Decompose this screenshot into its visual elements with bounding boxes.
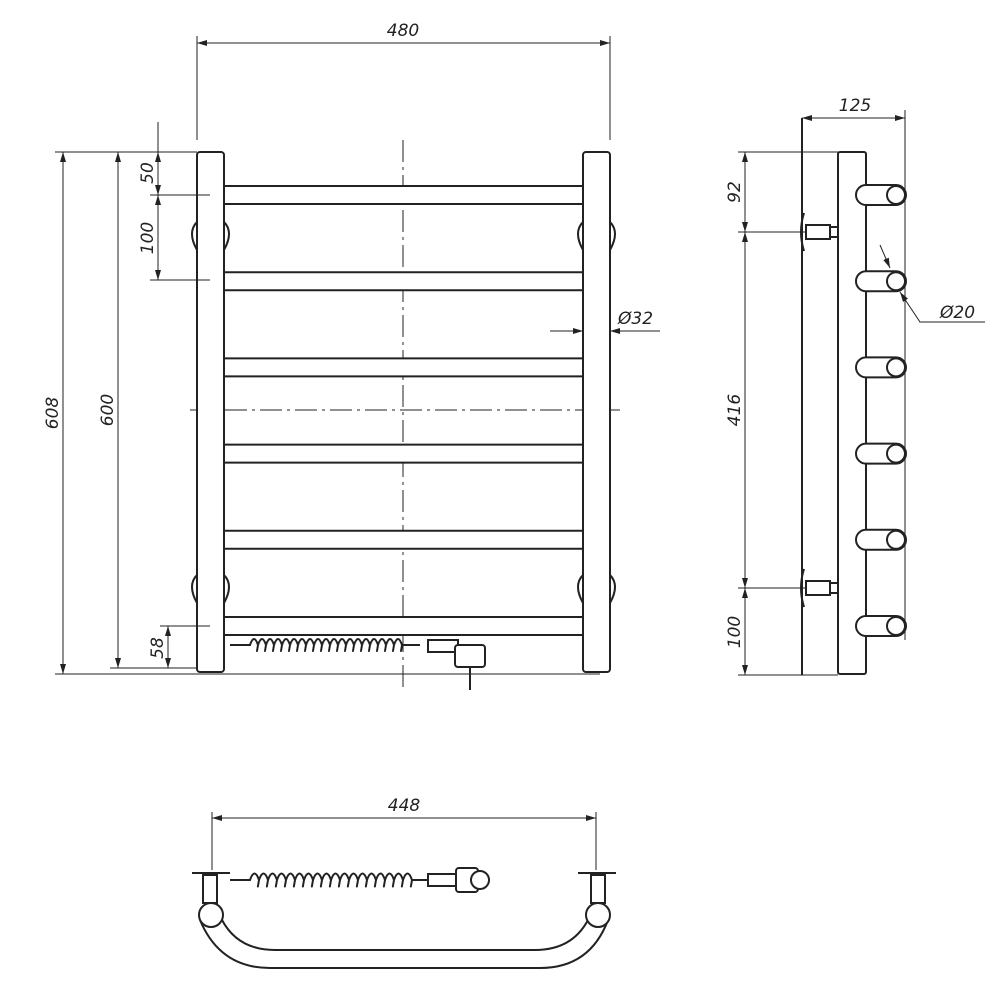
pipe-diameter-dimension: Ø32 bbox=[617, 309, 653, 329]
left-bracket bbox=[192, 872, 230, 904]
front-view: 480 608 600 50 100 58 bbox=[43, 21, 660, 690]
rung-pitch-dimension: 100 bbox=[138, 222, 158, 254]
rung bbox=[209, 529, 599, 550]
right-pipe-end bbox=[585, 902, 611, 928]
left-post bbox=[196, 151, 225, 673]
top-width-dimension: 448 bbox=[388, 796, 421, 816]
top-heating-cable-coil bbox=[230, 872, 430, 888]
right-bracket bbox=[578, 872, 616, 904]
rung-ends bbox=[855, 184, 907, 637]
mount-spacing-dimension: 416 bbox=[725, 394, 745, 427]
height-dimension: 600 bbox=[98, 394, 118, 426]
u-bar-outer bbox=[199, 919, 609, 969]
lower-mounts bbox=[191, 574, 616, 604]
right-post bbox=[582, 151, 611, 673]
bottom-offset-dimension: 58 bbox=[148, 637, 168, 659]
side-view: 125 92 416 100 Ø20 bbox=[725, 96, 985, 676]
rung-section bbox=[886, 443, 906, 464]
outer-height-dimension: 608 bbox=[43, 397, 63, 430]
rung-section bbox=[886, 357, 906, 378]
left-pipe-end bbox=[198, 902, 224, 928]
wall-bracket-top bbox=[800, 212, 839, 252]
rung bbox=[209, 357, 599, 378]
top-view: 448 bbox=[192, 796, 616, 969]
width-dimension: 480 bbox=[387, 21, 419, 41]
electric-plug bbox=[427, 639, 486, 690]
rungs bbox=[209, 185, 599, 636]
heating-cable-coil bbox=[230, 638, 420, 652]
rung bbox=[209, 616, 599, 636]
wall-bracket-bottom bbox=[800, 568, 839, 608]
upper-mounts bbox=[191, 221, 616, 251]
rung bbox=[209, 271, 599, 292]
top-plug bbox=[427, 867, 490, 893]
u-bar-inner bbox=[221, 919, 589, 951]
rung-section bbox=[886, 529, 906, 550]
depth-dimension: 125 bbox=[839, 96, 871, 116]
rung bbox=[209, 443, 599, 464]
side-post bbox=[837, 151, 867, 675]
rung-section bbox=[886, 271, 906, 292]
top-mount-dimension: 92 bbox=[725, 181, 745, 203]
top-offset-dimension: 50 bbox=[138, 162, 158, 184]
rung-diameter-dimension: Ø20 bbox=[939, 303, 975, 323]
rung-section bbox=[886, 185, 906, 205]
rung bbox=[209, 185, 599, 205]
rung-section bbox=[886, 616, 906, 636]
bottom-mount-dimension: 100 bbox=[725, 616, 745, 648]
